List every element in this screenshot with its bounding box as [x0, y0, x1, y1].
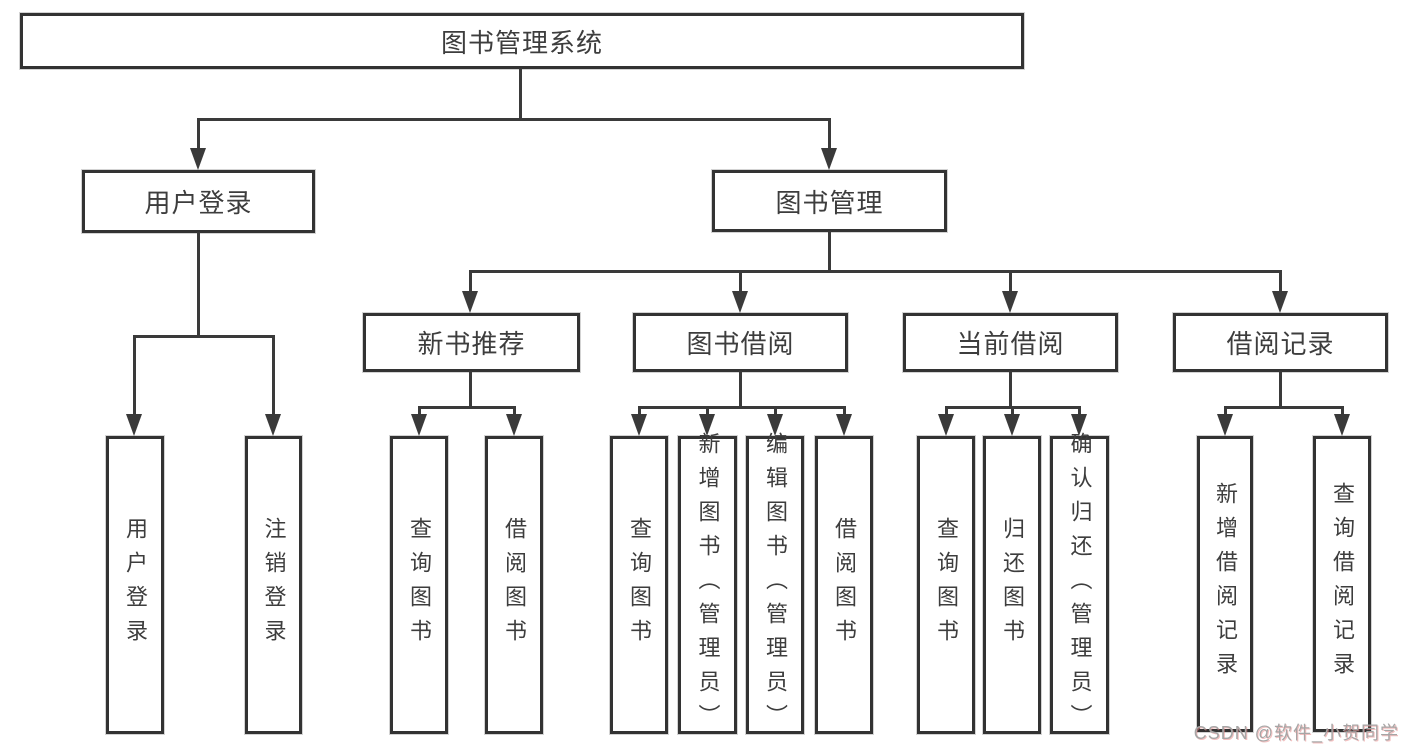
node-borrowing-records: 借阅记录 [1173, 313, 1388, 372]
node-leaf-add-books: 新增图书（管理员） [678, 432, 737, 738]
node-label: 图书管理系统 [440, 27, 603, 58]
node-label: 借阅记录 [1226, 329, 1335, 359]
node-label: 确认归还（管理员） [1067, 432, 1093, 738]
connector-drop [738, 270, 742, 301]
arrow-down-icon [411, 414, 427, 436]
node-root: 图书管理系统 [20, 13, 1024, 69]
connector-stem [196, 232, 200, 338]
connector-bar [417, 406, 516, 409]
node-leaf-user-login: 用户登录 [106, 436, 164, 734]
arrow-down-icon [836, 414, 852, 436]
node-leaf-confirm-return: 确认归还（管理员） [1050, 432, 1109, 738]
node-leaf-return-books: 归还图书 [983, 436, 1041, 734]
node-label: 新增图书（管理员） [695, 432, 721, 738]
node-label: 新增借阅记录 [1213, 482, 1238, 686]
connector-drop [196, 118, 200, 158]
connector-stem [827, 231, 831, 273]
csdn-watermark: CSDN @软件_小贺同学 [1193, 723, 1399, 743]
arrow-down-icon [938, 414, 954, 436]
node-label: 图书借阅 [686, 329, 795, 359]
arrow-down-icon [631, 414, 647, 436]
connector-stem [468, 371, 472, 409]
connector-stem [1008, 371, 1012, 409]
node-new-book-recommend: 新书推荐 [363, 313, 580, 372]
node-label: 新书推荐 [417, 329, 526, 359]
node-leaf-add-borrow-record: 新增借阅记录 [1197, 436, 1253, 732]
arrow-down-icon [767, 414, 783, 436]
connector-drop [468, 270, 472, 301]
node-current-borrowing: 当前借阅 [903, 313, 1118, 372]
connector-bar [468, 270, 1282, 273]
node-user-login: 用户登录 [82, 170, 315, 233]
node-label: 借阅图书 [502, 517, 527, 653]
connector-stem [738, 371, 742, 409]
connector-bar [637, 406, 846, 409]
connector-drop [827, 118, 831, 158]
node-label: 用户登录 [123, 517, 148, 653]
arrow-down-icon [1272, 291, 1288, 313]
arrow-down-icon [1004, 414, 1020, 436]
arrow-down-icon [699, 414, 715, 436]
arrow-down-icon [1334, 414, 1350, 436]
node-leaf-query-books-1: 查询图书 [390, 436, 448, 734]
node-leaf-query-books-3: 查询图书 [917, 436, 975, 734]
connector-drop [1008, 270, 1012, 301]
node-label: 注销登录 [261, 517, 287, 653]
arrow-down-icon [126, 414, 142, 436]
node-label: 归还图书 [1000, 517, 1025, 653]
node-leaf-edit-books: 编辑图书（管理员） [746, 432, 804, 738]
node-label: 编辑图书（管理员） [763, 432, 788, 738]
connector-drop [1278, 270, 1282, 301]
node-label: 查询图书 [627, 517, 652, 653]
arrow-down-icon [732, 291, 748, 313]
connector-bar [1223, 406, 1344, 409]
node-leaf-borrow-books-2: 借阅图书 [815, 436, 873, 734]
arrow-down-icon [190, 148, 206, 170]
node-leaf-query-borrow-record: 查询借阅记录 [1313, 436, 1371, 732]
node-label: 查询借阅记录 [1330, 482, 1355, 686]
connector-drop [132, 335, 136, 424]
arrow-down-icon [1071, 414, 1087, 436]
node-leaf-borrow-books-1: 借阅图书 [485, 436, 543, 734]
connector-stem [518, 68, 522, 121]
node-label: 用户登录 [144, 188, 253, 218]
node-book-borrowing: 图书借阅 [633, 313, 848, 372]
connector-bar [132, 335, 275, 338]
connector-drop [271, 335, 275, 424]
node-label: 当前借阅 [956, 329, 1065, 359]
connector-bar [196, 118, 831, 121]
node-label: 查询图书 [934, 517, 959, 653]
arrow-down-icon [506, 414, 522, 436]
node-book-management: 图书管理 [712, 170, 947, 232]
node-label: 图书管理 [775, 187, 884, 218]
arrow-down-icon [1002, 291, 1018, 313]
node-label: 查询图书 [407, 517, 432, 653]
arrow-down-icon [821, 148, 837, 170]
connector-stem [1278, 371, 1282, 409]
arrow-down-icon [1217, 414, 1233, 436]
node-leaf-logout: 注销登录 [245, 436, 302, 734]
node-leaf-query-books-2: 查询图书 [610, 436, 668, 734]
node-label: 借阅图书 [832, 517, 857, 653]
arrow-down-icon [462, 291, 478, 313]
arrow-down-icon [265, 414, 281, 436]
